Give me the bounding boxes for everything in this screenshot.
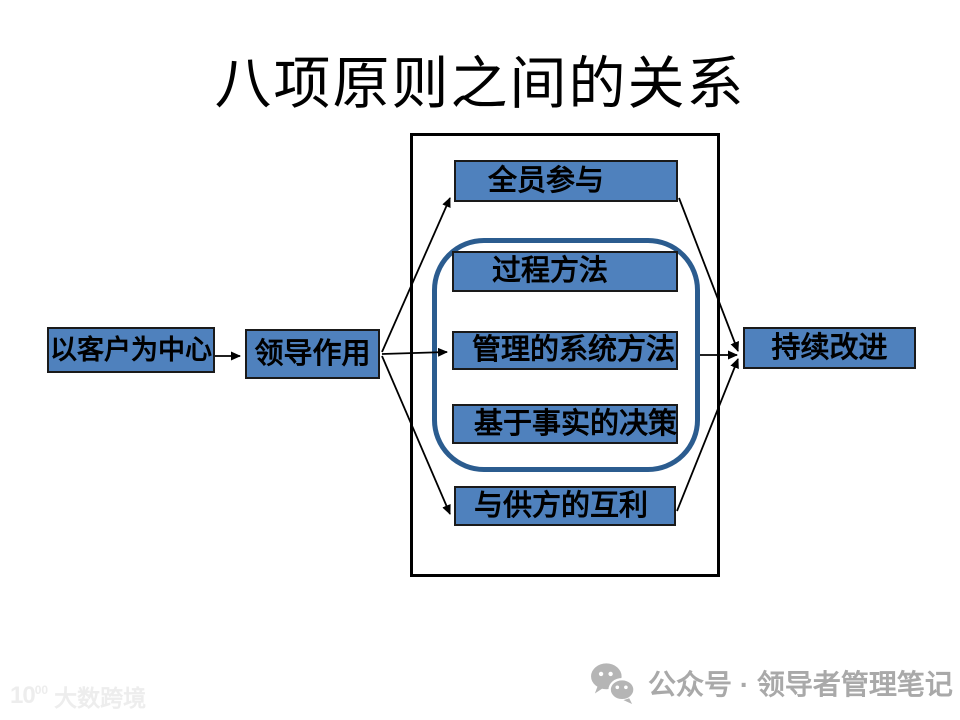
- wechat-watermark-text: 公众号 · 领导者管理笔记: [648, 669, 953, 700]
- methods-group-outline: [432, 238, 700, 472]
- page-title: 八项原则之间的关系: [214, 53, 746, 116]
- dashu-kuajing-watermark: 1000 大数跨境: [10, 678, 146, 714]
- node-supplier-mutual-benefit: 与供方的互利: [454, 486, 676, 526]
- node-customer-focus: 以客户为中心: [47, 327, 215, 373]
- dashu-kuajing-text: 大数跨境: [54, 685, 147, 711]
- node-total-involvement: 全员参与: [454, 160, 678, 202]
- dashu-kuajing-logo: 1000: [10, 682, 49, 709]
- node-leadership: 领导作用: [245, 329, 380, 379]
- node-factual-decision: 基于事实的决策: [452, 404, 678, 444]
- node-process-approach: 过程方法: [452, 251, 678, 292]
- wechat-icon: [590, 662, 636, 704]
- wechat-watermark: 公众号 · 领导者管理笔记: [590, 659, 953, 707]
- node-continual-improvement: 持续改进: [743, 327, 916, 369]
- node-system-approach: 管理的系统方法: [452, 331, 678, 370]
